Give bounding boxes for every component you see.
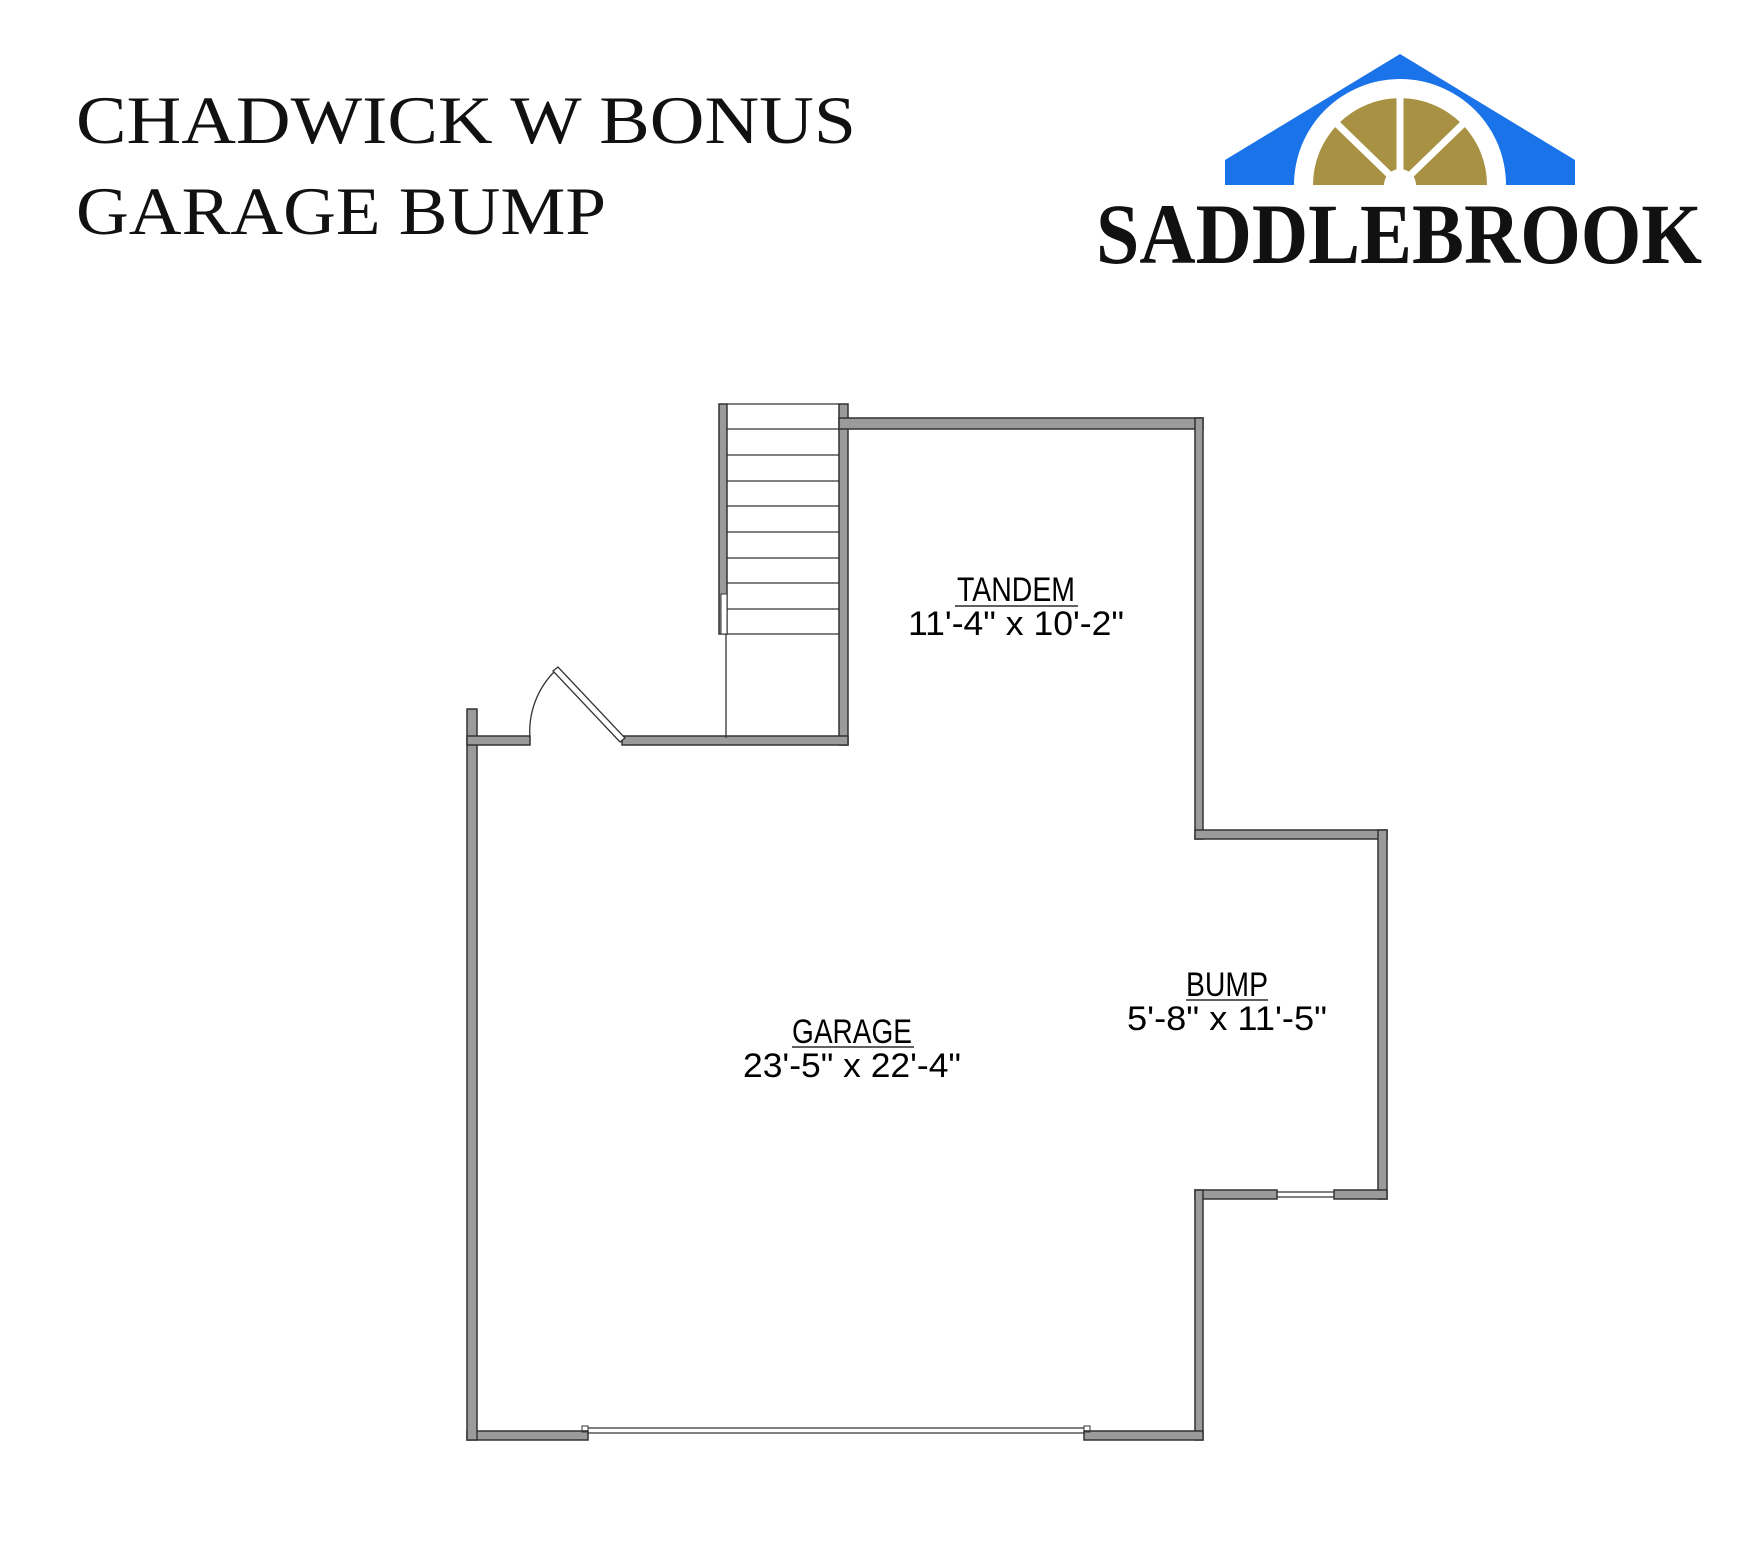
garage-bottom-wall-left (466, 1430, 589, 1441)
tandem-top-wall (838, 417, 1204, 430)
room-name: TANDEM (957, 571, 1075, 609)
plan-title-line1: CHADWICK W BONUS (76, 82, 856, 158)
garage-top-wall-right (621, 735, 849, 746)
saddlebrook-logo: SADDLEBROOK (1096, 54, 1702, 282)
entry-door (529, 666, 626, 743)
garage-door (581, 1425, 1091, 1434)
room-name: GARAGE (792, 1013, 912, 1051)
room-label-tandem: TANDEM 11'-4" x 10'-2" (908, 571, 1124, 643)
staircase (720, 403, 839, 738)
room-label-bump: BUMP 5'-8" x 11'-5" (1127, 966, 1327, 1038)
bump-top-wall (1194, 829, 1388, 840)
garage-right-wall (1194, 1189, 1204, 1441)
room-label-garage: GARAGE 23'-5" x 22'-4" (743, 1013, 961, 1085)
room-name: BUMP (1186, 966, 1268, 1004)
garage-bottom-wall-right (1083, 1430, 1204, 1441)
bump-bottom-wall-right (1333, 1189, 1388, 1200)
bump-bottom-wall-left (1194, 1189, 1278, 1200)
bump-right-wall (1377, 829, 1388, 1200)
garage-top-wall-left (466, 735, 531, 746)
garage-left-wall (466, 708, 478, 1441)
walls (466, 403, 1388, 1441)
logo-fan-window-icon (1313, 95, 1487, 201)
plan-title-line2: GARAGE BUMP (76, 173, 606, 249)
tandem-right-wall (1194, 417, 1204, 840)
room-dimensions: 23'-5" x 22'-4" (743, 1047, 961, 1085)
room-dimensions: 5'-8" x 11'-5" (1127, 1000, 1327, 1038)
bump-window (1277, 1191, 1334, 1198)
logo-wordmark: SADDLEBROOK (1096, 186, 1702, 282)
room-dimensions: 11'-4" x 10'-2" (908, 605, 1124, 643)
stair-right-wall (838, 403, 849, 746)
